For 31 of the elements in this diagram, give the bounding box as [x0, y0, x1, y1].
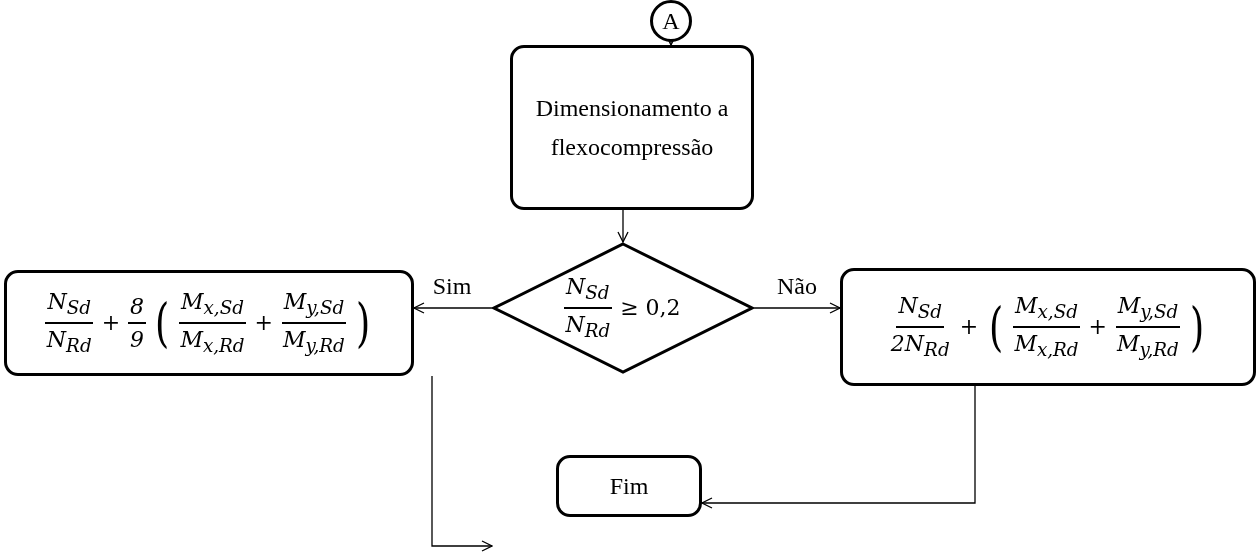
fraction: M$_{x,Sd}$ M$_{x,Rd}$ [1012, 291, 1081, 363]
fraction: N$_{Sd}$ N$_{Rd}$ [563, 272, 613, 344]
process-box [510, 45, 754, 210]
arrow [431, 375, 493, 552]
fraction: N$_{Sd}$ N$_{Rd}$ [44, 287, 94, 359]
process-box [556, 455, 702, 517]
fraction: M$_{y,Sd}$ M$_{y,Rd}$ [281, 287, 347, 359]
arrow [413, 302, 493, 314]
decision-diamond [492, 242, 754, 374]
arrow [753, 302, 841, 314]
parenthesis: ) [355, 297, 371, 349]
math-operator: + [100, 309, 122, 338]
parenthesis: ) [1189, 301, 1205, 353]
math-operator: + [1087, 313, 1109, 342]
fraction: M$_{y,Sd}$ M$_{y,Rd}$ [1115, 291, 1181, 363]
arrow [617, 209, 629, 243]
fraction: 8 9 [128, 292, 147, 354]
fraction: N$_{Sd}$ 2N$_{Rd}$ [889, 291, 951, 363]
process-box [4, 270, 414, 376]
parenthesis: ( [989, 301, 1004, 353]
fraction: M$_{x,Sd}$ M$_{x,Rd}$ [178, 287, 247, 359]
node-label: Dimensionamento a flexocompressão [534, 94, 730, 162]
math-operator: ≥ 0,2 [619, 294, 682, 323]
math-operator: + [958, 313, 980, 342]
connector-circle [650, 0, 692, 42]
arrow [701, 385, 976, 509]
node-label: A [661, 6, 681, 36]
parenthesis: ( [155, 297, 170, 349]
node-label: Fim [608, 471, 650, 501]
math-operator: + [253, 309, 275, 338]
process-box [840, 268, 1256, 386]
